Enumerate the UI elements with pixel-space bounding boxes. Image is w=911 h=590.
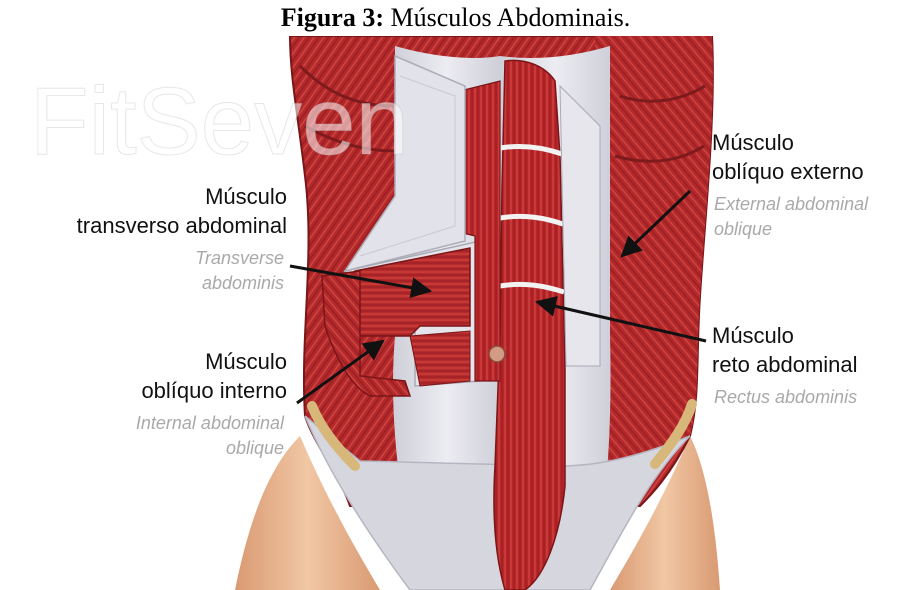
label-transverso-en1: Transverse — [80, 247, 284, 270]
label-obliquo-externo-en2: oblique — [714, 218, 909, 241]
label-reto-line2: reto abdominal — [712, 351, 907, 378]
abdominal-muscles-illustration: FitSeven Músculo transverso abdominal Tr… — [0, 36, 911, 590]
caption-prefix: Figura 3: — [281, 3, 384, 32]
label-obliquo-interno-en2: oblique — [60, 437, 284, 460]
watermark-fitseven: FitSeven — [30, 68, 409, 175]
label-reto-line1: Músculo — [712, 322, 907, 349]
label-transverso-en2: abdominis — [80, 272, 284, 295]
caption-text: Músculos Abdominais. — [390, 3, 630, 32]
label-reto-en1: Rectus abdominis — [714, 386, 909, 409]
label-obliquo-interno-en1: Internal abdominal — [60, 412, 284, 435]
label-obliquo-externo-line1: Músculo — [712, 129, 907, 156]
label-obliquo-externo-line2: oblíquo externo — [712, 158, 907, 185]
figure-caption: Figura 3: Músculos Abdominais. — [0, 2, 911, 34]
label-transverso-line1: Músculo — [60, 183, 287, 210]
label-obliquo-interno-line2: oblíquo interno — [40, 377, 287, 404]
label-obliquo-interno-line1: Músculo — [60, 348, 287, 375]
anatomy-drawing: FitSeven — [0, 36, 911, 590]
label-obliquo-externo-en1: External abdominal — [714, 193, 909, 216]
label-transverso-line2: transverso abdominal — [20, 212, 287, 239]
